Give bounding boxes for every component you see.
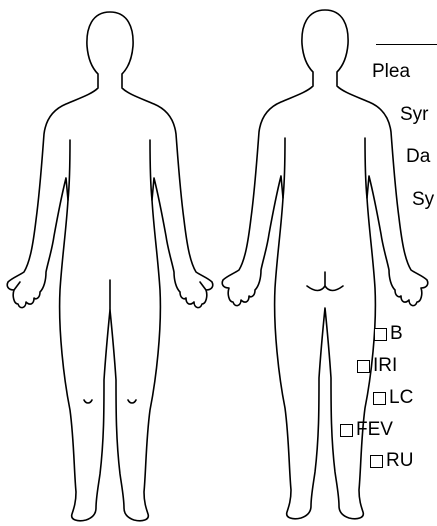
checkbox-label: B (390, 323, 403, 345)
checkbox-row-4[interactable]: FEV (340, 419, 393, 441)
text-line-3: Da (406, 146, 430, 168)
signature-line (376, 44, 437, 45)
checkbox-row-5[interactable]: RU (370, 450, 413, 472)
checkbox[interactable] (370, 455, 383, 468)
checkbox[interactable] (340, 424, 353, 437)
text-line-2: Syr (400, 104, 429, 126)
checkbox[interactable] (373, 392, 386, 405)
checkbox-label: LC (389, 387, 413, 409)
checkbox[interactable] (357, 360, 370, 373)
checkbox[interactable] (374, 328, 387, 341)
text-line-4: Sy (412, 189, 434, 211)
text-line-1: Plea (372, 61, 410, 83)
checkbox-label: IRI (373, 355, 397, 377)
checkbox-row-1[interactable]: B (374, 323, 403, 345)
checkbox-label: RU (386, 450, 413, 472)
body-front-figure[interactable] (0, 0, 220, 526)
checkbox-row-2[interactable]: IRI (357, 355, 397, 377)
checkbox-label: FEV (356, 419, 393, 441)
checkbox-row-3[interactable]: LC (373, 387, 413, 409)
